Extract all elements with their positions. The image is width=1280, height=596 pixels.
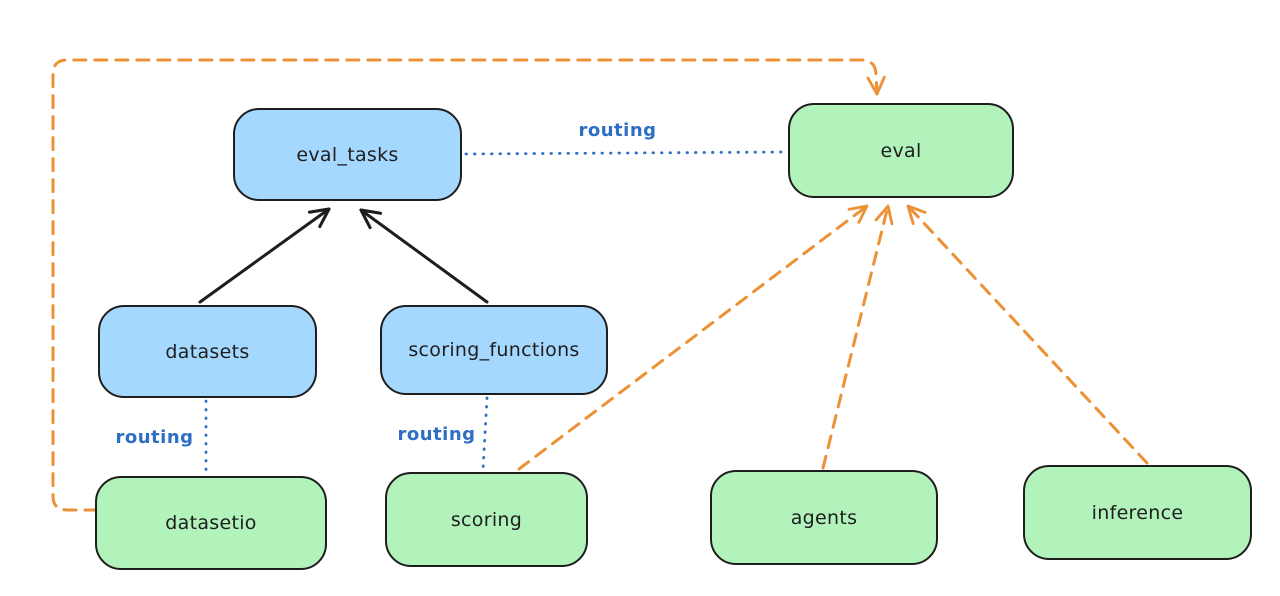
node-datasetio-label: datasetio (165, 512, 257, 534)
edge-inference-to-eval (906, 204, 1149, 465)
node-datasetio: datasetio (95, 476, 327, 570)
edge-agents-to-eval (821, 204, 894, 470)
edge-eval-tasks-to-eval-routing (464, 150, 788, 156)
node-scoring-functions-label: scoring_functions (408, 339, 580, 361)
node-agents: agents (710, 470, 938, 565)
edge-label-routing-eval-tasks-eval: routing (578, 120, 657, 141)
node-inference: inference (1023, 465, 1252, 560)
node-eval-tasks-label: eval_tasks (296, 143, 399, 166)
node-datasets-label: datasets (165, 340, 250, 363)
node-eval-tasks: eval_tasks (233, 108, 462, 201)
node-datasets: datasets (98, 305, 317, 398)
node-inference-label: inference (1091, 501, 1184, 524)
edge-label-routing-scoring-functions-scoring: routing (397, 424, 476, 445)
edge-scoring-functions-to-eval-tasks (359, 208, 489, 304)
edge-label-routing-datasets-datasetio: routing (115, 427, 194, 448)
node-agents-label: agents (790, 506, 858, 529)
edge-datasets-to-eval-tasks (198, 207, 331, 304)
node-eval-label: eval (880, 139, 922, 162)
edge-scoring-functions-to-scoring-routing (481, 396, 489, 472)
node-scoring-functions: scoring_functions (380, 305, 608, 395)
node-eval: eval (788, 103, 1014, 198)
node-scoring-label: scoring (450, 508, 523, 531)
node-scoring: scoring (385, 472, 588, 567)
